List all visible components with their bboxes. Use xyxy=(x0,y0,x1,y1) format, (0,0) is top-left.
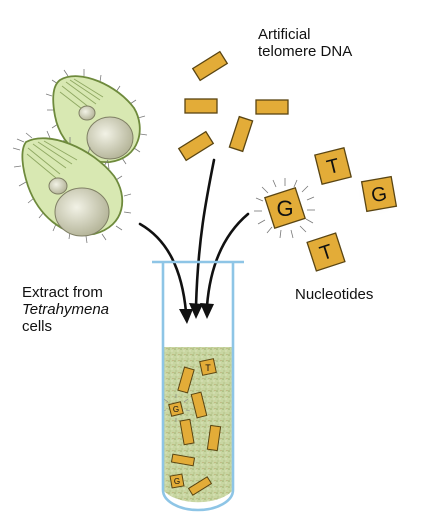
dna-fragment xyxy=(255,99,289,115)
arrow-head xyxy=(200,303,214,319)
tetrahymena-cell xyxy=(12,130,132,244)
nucleotide-letter: T xyxy=(325,155,342,179)
arrow-head xyxy=(179,309,193,324)
label-line: Nucleotides xyxy=(295,286,374,303)
macronucleus xyxy=(54,187,110,237)
telomere-dna-fragments xyxy=(177,50,289,162)
label-line: Extract from xyxy=(22,284,103,301)
nucleotide-g-activated: G xyxy=(254,178,315,239)
nucleotide-t: T xyxy=(306,232,346,272)
tetrahymena-cell xyxy=(45,69,148,170)
arrow-head xyxy=(189,303,203,319)
svg-text:G: G xyxy=(174,477,180,486)
label-line: telomere DNA xyxy=(258,43,353,60)
activation-rays xyxy=(254,178,315,239)
tube-nucleotide-t: T xyxy=(199,358,217,376)
arrow-dna xyxy=(194,158,216,308)
extract-label: Extract from Tetrahymena cells xyxy=(22,284,109,335)
test-tube: T G G xyxy=(152,260,244,512)
nucleotide-t: T xyxy=(314,147,352,185)
dna-fragment xyxy=(184,98,218,114)
artificial-telomere-dna-label: Artificial telomere DNA xyxy=(258,26,352,60)
label-line: cells xyxy=(22,318,53,335)
micronucleus xyxy=(48,177,68,195)
tube-nucleotide-g: G xyxy=(169,473,185,489)
svg-text:G: G xyxy=(173,405,179,414)
nucleotide-letter: G xyxy=(276,196,293,221)
flow-arrows xyxy=(138,158,250,314)
tube-contents: T G G xyxy=(163,347,233,503)
nucleotide-g: G xyxy=(357,172,401,216)
macronucleus xyxy=(86,116,134,160)
nucleotides-label: Nucleotides xyxy=(295,286,373,303)
dna-fragment xyxy=(228,115,254,153)
arrow-nucleotides xyxy=(205,212,250,308)
dna-fragment xyxy=(191,50,229,82)
nucleotides-group: T G G T xyxy=(254,147,401,272)
dna-fragment xyxy=(177,130,215,162)
tube-wall xyxy=(161,262,235,512)
svg-text:T: T xyxy=(205,363,211,373)
arrow-extract xyxy=(138,222,188,314)
tube-nucleotide-g: G xyxy=(163,394,191,422)
arrow-heads xyxy=(179,303,214,324)
oral-apparatus-lines xyxy=(26,140,78,179)
label-line-italic: Tetrahymena xyxy=(22,301,109,318)
micronucleus xyxy=(78,105,96,121)
label-line: Artificial xyxy=(258,26,311,43)
tube-dna-fragments xyxy=(170,366,222,496)
nucleotide-letter: G xyxy=(370,183,389,207)
